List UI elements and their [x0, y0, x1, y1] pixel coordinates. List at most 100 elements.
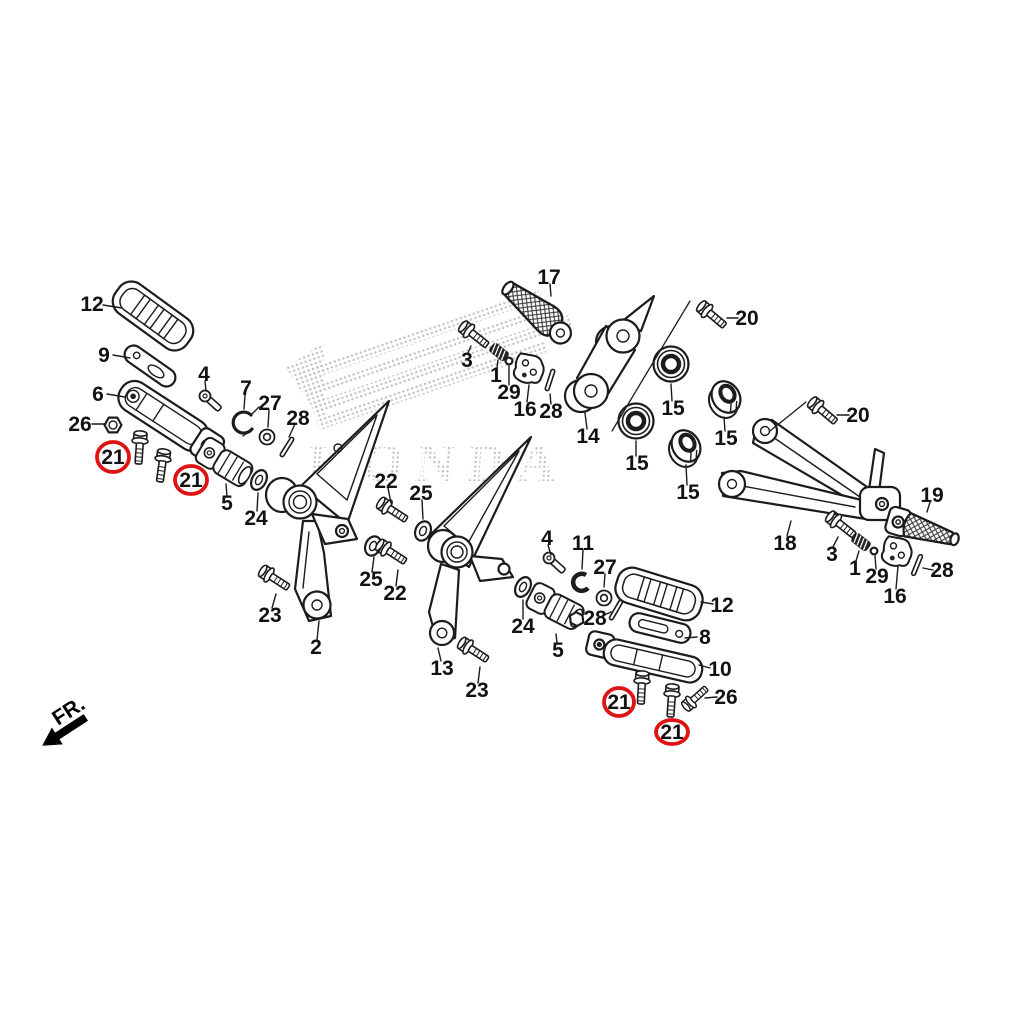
leader-line-5 [225, 483, 228, 497]
part-label-29: 29 [497, 381, 520, 404]
part-label-15: 15 [714, 427, 738, 450]
part-24-washer-right [513, 576, 533, 598]
part-24-washer-left [249, 469, 269, 491]
leader-line-1 [496, 359, 499, 369]
leader-line-28 [549, 393, 552, 405]
part-label-25: 25 [359, 568, 383, 591]
part-label-7: 7 [240, 377, 252, 400]
leader-line-10 [698, 664, 711, 669]
part-label-21: 21 [607, 691, 631, 714]
part-label-16: 16 [513, 398, 536, 421]
part-20-mount-bolt-lower [804, 393, 842, 429]
leader-line-28 [601, 611, 612, 617]
assembly-alignment-lines [611, 300, 807, 432]
leader-line-3 [832, 536, 839, 548]
part-label-27: 27 [593, 556, 616, 579]
part-4-clevis-pin-right [540, 549, 569, 577]
leader-line-4 [204, 380, 207, 392]
part-label-21: 21 [179, 469, 203, 492]
part-7-torsion-spring [231, 406, 260, 437]
part-label-3: 3 [826, 543, 838, 566]
leader-line-5 [555, 633, 558, 644]
leader-line-1 [855, 550, 860, 562]
part-18-footrest-bracket-rear [717, 417, 902, 522]
part-label-11: 11 [572, 532, 595, 555]
leader-line-25 [371, 556, 375, 573]
part-label-13: 13 [430, 657, 453, 680]
part-label-23: 23 [258, 604, 281, 627]
part-label-8: 8 [699, 626, 711, 649]
part-label-26: 26 [68, 413, 91, 436]
part-13-footrest-bracket-right [426, 435, 533, 647]
part-label-10: 10 [708, 658, 731, 681]
part-21-bolt-right-b [661, 682, 682, 719]
part-label-5: 5 [552, 639, 564, 662]
front-arrow-icon [42, 714, 89, 746]
part-label-12: 12 [710, 594, 733, 617]
part-label-2: 2 [310, 636, 322, 659]
part-17-footpeg-front-right [501, 280, 573, 345]
part-label-21: 21 [660, 721, 684, 744]
part-2-footrest-bracket-left [264, 399, 391, 623]
leader-line-15 [685, 464, 688, 486]
leader-line-12 [102, 304, 123, 309]
leader-line-14 [584, 412, 588, 430]
leader-line-19 [926, 501, 931, 513]
part-label-28: 28 [583, 607, 607, 630]
leader-line-9 [112, 354, 131, 359]
part-8-footpeg-plate-right [628, 612, 692, 644]
part-label-22: 22 [383, 582, 406, 605]
part-label-24: 24 [511, 615, 535, 638]
leader-line-15 [670, 383, 673, 402]
part-28-dowel-pin-bottom [608, 598, 624, 622]
part-23-bolt-right [454, 633, 493, 668]
part-label-28: 28 [286, 407, 310, 430]
part-label-29: 29 [865, 565, 888, 588]
part-29-ball-center [504, 356, 514, 366]
part-label-20: 20 [735, 307, 758, 330]
highlight-circle-21 [173, 464, 209, 496]
part-22-bolt-lower [372, 535, 411, 570]
part-label-12: 12 [80, 293, 103, 316]
part-21-bolt-left-a [129, 429, 150, 466]
part-label-23: 23 [465, 679, 488, 702]
part-15-grommet-d [659, 422, 710, 475]
part-label-28: 28 [539, 400, 563, 423]
leader-line-25 [421, 499, 424, 520]
leader-line-23 [477, 666, 481, 684]
part-label-22: 22 [374, 470, 397, 493]
assembly-line [769, 401, 807, 432]
part-label-15: 15 [676, 481, 700, 504]
part-label-6: 6 [92, 383, 104, 406]
part-12-footpeg-cover-right [610, 562, 708, 626]
part-label-17: 17 [537, 266, 560, 289]
part-label-26: 26 [714, 686, 737, 709]
part-20-mount-bolt-upper [693, 297, 731, 333]
highlight-circle-21 [654, 718, 690, 746]
part-28-dowel-pin-center [543, 368, 557, 392]
leader-line-29 [874, 555, 877, 570]
part-28-dowel-pin-left [278, 435, 296, 459]
part-19-footpeg-rear [884, 505, 960, 547]
part-27-washer-right [595, 589, 613, 607]
part-label-18: 18 [773, 532, 797, 555]
leader-line-26 [704, 696, 718, 699]
part-21-bolt-left-b [151, 447, 174, 484]
part-label-1: 1 [849, 557, 861, 580]
leader-line-23 [271, 593, 277, 609]
leader-line-16 [526, 384, 530, 403]
leader-line-4 [547, 544, 552, 556]
part-9-footpeg-plate-left [123, 344, 177, 388]
leader-line-27 [267, 409, 270, 428]
part-label-1: 1 [490, 364, 502, 387]
leader-line-2 [316, 620, 320, 641]
leader-line-16 [895, 565, 899, 590]
front-direction-indicator: FR. [42, 692, 89, 746]
part-label-27: 27 [258, 392, 281, 415]
part-number-labels: 1296262121472728524232222525221323173129… [68, 266, 954, 744]
part-label-28: 28 [930, 559, 954, 582]
leader-line-28 [922, 567, 934, 571]
part-10-footrest-arm-right [585, 630, 704, 684]
leader-line-28 [288, 423, 296, 438]
